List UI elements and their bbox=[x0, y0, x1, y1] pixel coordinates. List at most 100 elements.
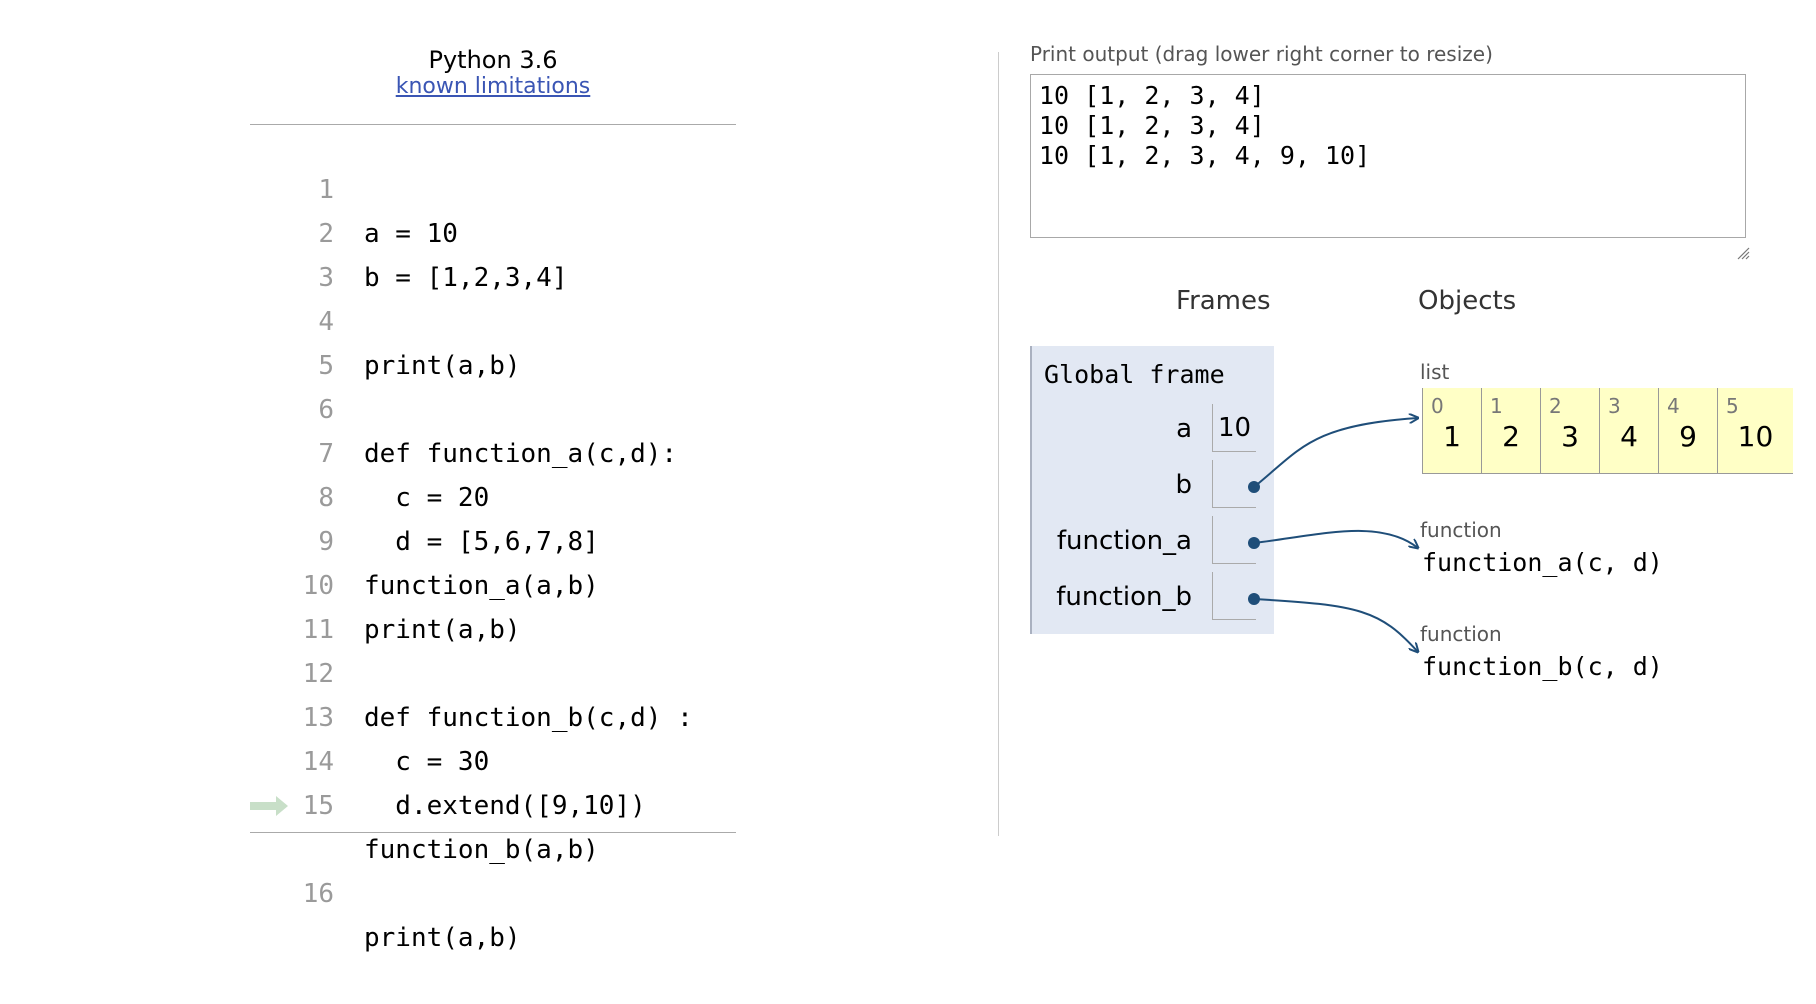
line-number: 6 bbox=[318, 395, 334, 425]
list-index: 5 bbox=[1726, 394, 1739, 418]
arrow-function-b bbox=[1253, 598, 1418, 652]
code-text: c = 30 bbox=[364, 747, 490, 777]
line-number: 14 bbox=[302, 747, 334, 777]
code-line: 2 b = [1,2,3,4] bbox=[250, 168, 750, 293]
code-text: print(a,b) bbox=[364, 615, 521, 645]
function-b-type-label: function bbox=[1420, 622, 1502, 646]
function-a-type-label: function bbox=[1420, 518, 1502, 542]
pointer-dot-function-b bbox=[1248, 593, 1260, 605]
code-line: 3 bbox=[250, 212, 750, 293]
code-text: a = 10 bbox=[364, 219, 458, 249]
line-number: 16 bbox=[302, 879, 334, 909]
code-line: 14 d.extend([9,10]) bbox=[250, 696, 750, 821]
code-text: print(a,b) bbox=[364, 923, 521, 953]
line-number: 8 bbox=[318, 483, 334, 513]
line-number: 10 bbox=[302, 571, 334, 601]
line-number: 15 bbox=[302, 791, 334, 821]
code-top-divider bbox=[250, 124, 736, 125]
code-text: function_a(a,b) bbox=[364, 571, 599, 601]
line-number: 13 bbox=[302, 703, 334, 733]
code-line: 15 function_b(a,b) bbox=[250, 740, 750, 865]
current-line-arrow-icon bbox=[250, 796, 288, 816]
output-line: 10 [1, 2, 3, 4] bbox=[1039, 81, 1265, 110]
print-output-box[interactable]: 10 [1, 2, 3, 4] 10 [1, 2, 3, 4] 10 [1, 2… bbox=[1030, 74, 1746, 238]
code-line: 1 a = 10 bbox=[250, 124, 750, 249]
language-title: Python 3.6 bbox=[428, 46, 558, 74]
line-number: 5 bbox=[318, 351, 334, 381]
var-name-b: b bbox=[1175, 470, 1192, 500]
objects-heading: Objects bbox=[1418, 286, 1517, 316]
list-value: 9 bbox=[1679, 420, 1697, 453]
list-index: 1 bbox=[1490, 394, 1503, 418]
print-output-label: Print output (drag lower right corner to… bbox=[1030, 42, 1493, 66]
line-number: 11 bbox=[302, 615, 334, 645]
list-value: 3 bbox=[1561, 420, 1579, 453]
list-index: 0 bbox=[1431, 394, 1444, 418]
code-line: 12 def function_b(c,d) : bbox=[250, 608, 750, 733]
code-line: 9 function_a(a,b) bbox=[250, 476, 750, 601]
code-line: 11 bbox=[250, 564, 750, 645]
var-slot-a: 10 bbox=[1212, 404, 1256, 452]
list-cell: 1 2 bbox=[1481, 388, 1540, 474]
code-listing: 1 a = 10 2 b = [1,2,3,4] 3 4 print(a,b) … bbox=[250, 124, 750, 953]
line-number: 4 bbox=[318, 307, 334, 337]
frames-heading: Frames bbox=[1176, 286, 1271, 316]
code-text: b = [1,2,3,4] bbox=[364, 263, 568, 293]
line-number: 1 bbox=[318, 175, 334, 205]
line-number: 9 bbox=[318, 527, 334, 557]
list-value: 10 bbox=[1737, 420, 1774, 453]
list-cell: 5 10 bbox=[1717, 388, 1793, 474]
code-line: 4 print(a,b) bbox=[250, 256, 750, 381]
code-bottom-divider bbox=[250, 832, 736, 833]
arrow-function-a bbox=[1253, 529, 1418, 548]
code-line: 13 c = 30 bbox=[250, 652, 750, 777]
function-b-signature: function_b(c, d) bbox=[1422, 652, 1663, 681]
line-number: 12 bbox=[302, 659, 334, 689]
pointer-dot-b bbox=[1248, 481, 1260, 493]
pointer-dot-function-a bbox=[1248, 537, 1260, 549]
output-line: 10 [1, 2, 3, 4, 9, 10] bbox=[1039, 141, 1371, 170]
list-cell: 0 1 bbox=[1422, 388, 1481, 474]
var-name-function-b: function_b bbox=[1056, 582, 1192, 612]
code-line: 8 d = [5,6,7,8] bbox=[250, 432, 750, 557]
arrow-b-to-list bbox=[1253, 418, 1418, 488]
code-line: 7 c = 20 bbox=[250, 388, 750, 513]
var-name-a: a bbox=[1176, 414, 1192, 444]
code-text: d.extend([9,10]) bbox=[364, 791, 646, 821]
var-name-function-a: function_a bbox=[1056, 526, 1192, 556]
output-line: 10 [1, 2, 3, 4] bbox=[1039, 111, 1265, 140]
list-type-label: list bbox=[1420, 360, 1450, 384]
code-line: 10 print(a,b) bbox=[250, 520, 750, 645]
global-frame-title: Global frame bbox=[1044, 360, 1225, 389]
panel-divider bbox=[998, 52, 999, 836]
var-slot-b bbox=[1212, 460, 1256, 508]
list-index: 3 bbox=[1608, 394, 1621, 418]
list-cell: 4 9 bbox=[1658, 388, 1717, 474]
code-text: d = [5,6,7,8] bbox=[364, 527, 599, 557]
list-index: 2 bbox=[1549, 394, 1562, 418]
line-number: 3 bbox=[318, 263, 334, 293]
resize-handle-icon[interactable] bbox=[1736, 246, 1750, 260]
code-text: def function_b(c,d) : bbox=[364, 703, 693, 733]
var-value-a: 10 bbox=[1217, 413, 1252, 443]
code-text: c = 20 bbox=[364, 483, 490, 513]
code-line-current: 16 print(a,b) bbox=[250, 784, 750, 953]
list-value: 1 bbox=[1443, 420, 1461, 453]
function-a-signature: function_a(c, d) bbox=[1422, 548, 1663, 577]
known-limitations-link[interactable]: known limitations bbox=[395, 74, 591, 99]
var-slot-function-a bbox=[1212, 516, 1256, 564]
line-number: 7 bbox=[318, 439, 334, 469]
code-text: function_b(a,b) bbox=[364, 835, 599, 865]
var-slot-function-b bbox=[1212, 572, 1256, 620]
code-line: 6 def function_a(c,d): bbox=[250, 344, 750, 469]
list-cell: 3 4 bbox=[1599, 388, 1658, 474]
global-frame bbox=[1030, 346, 1274, 634]
code-line: 5 bbox=[250, 300, 750, 381]
list-value: 2 bbox=[1502, 420, 1520, 453]
list-value: 4 bbox=[1620, 420, 1638, 453]
list-cell: 2 3 bbox=[1540, 388, 1599, 474]
code-text: print(a,b) bbox=[364, 351, 521, 381]
line-number: 2 bbox=[318, 219, 334, 249]
code-text: def function_a(c,d): bbox=[364, 439, 678, 469]
list-index: 4 bbox=[1667, 394, 1680, 418]
